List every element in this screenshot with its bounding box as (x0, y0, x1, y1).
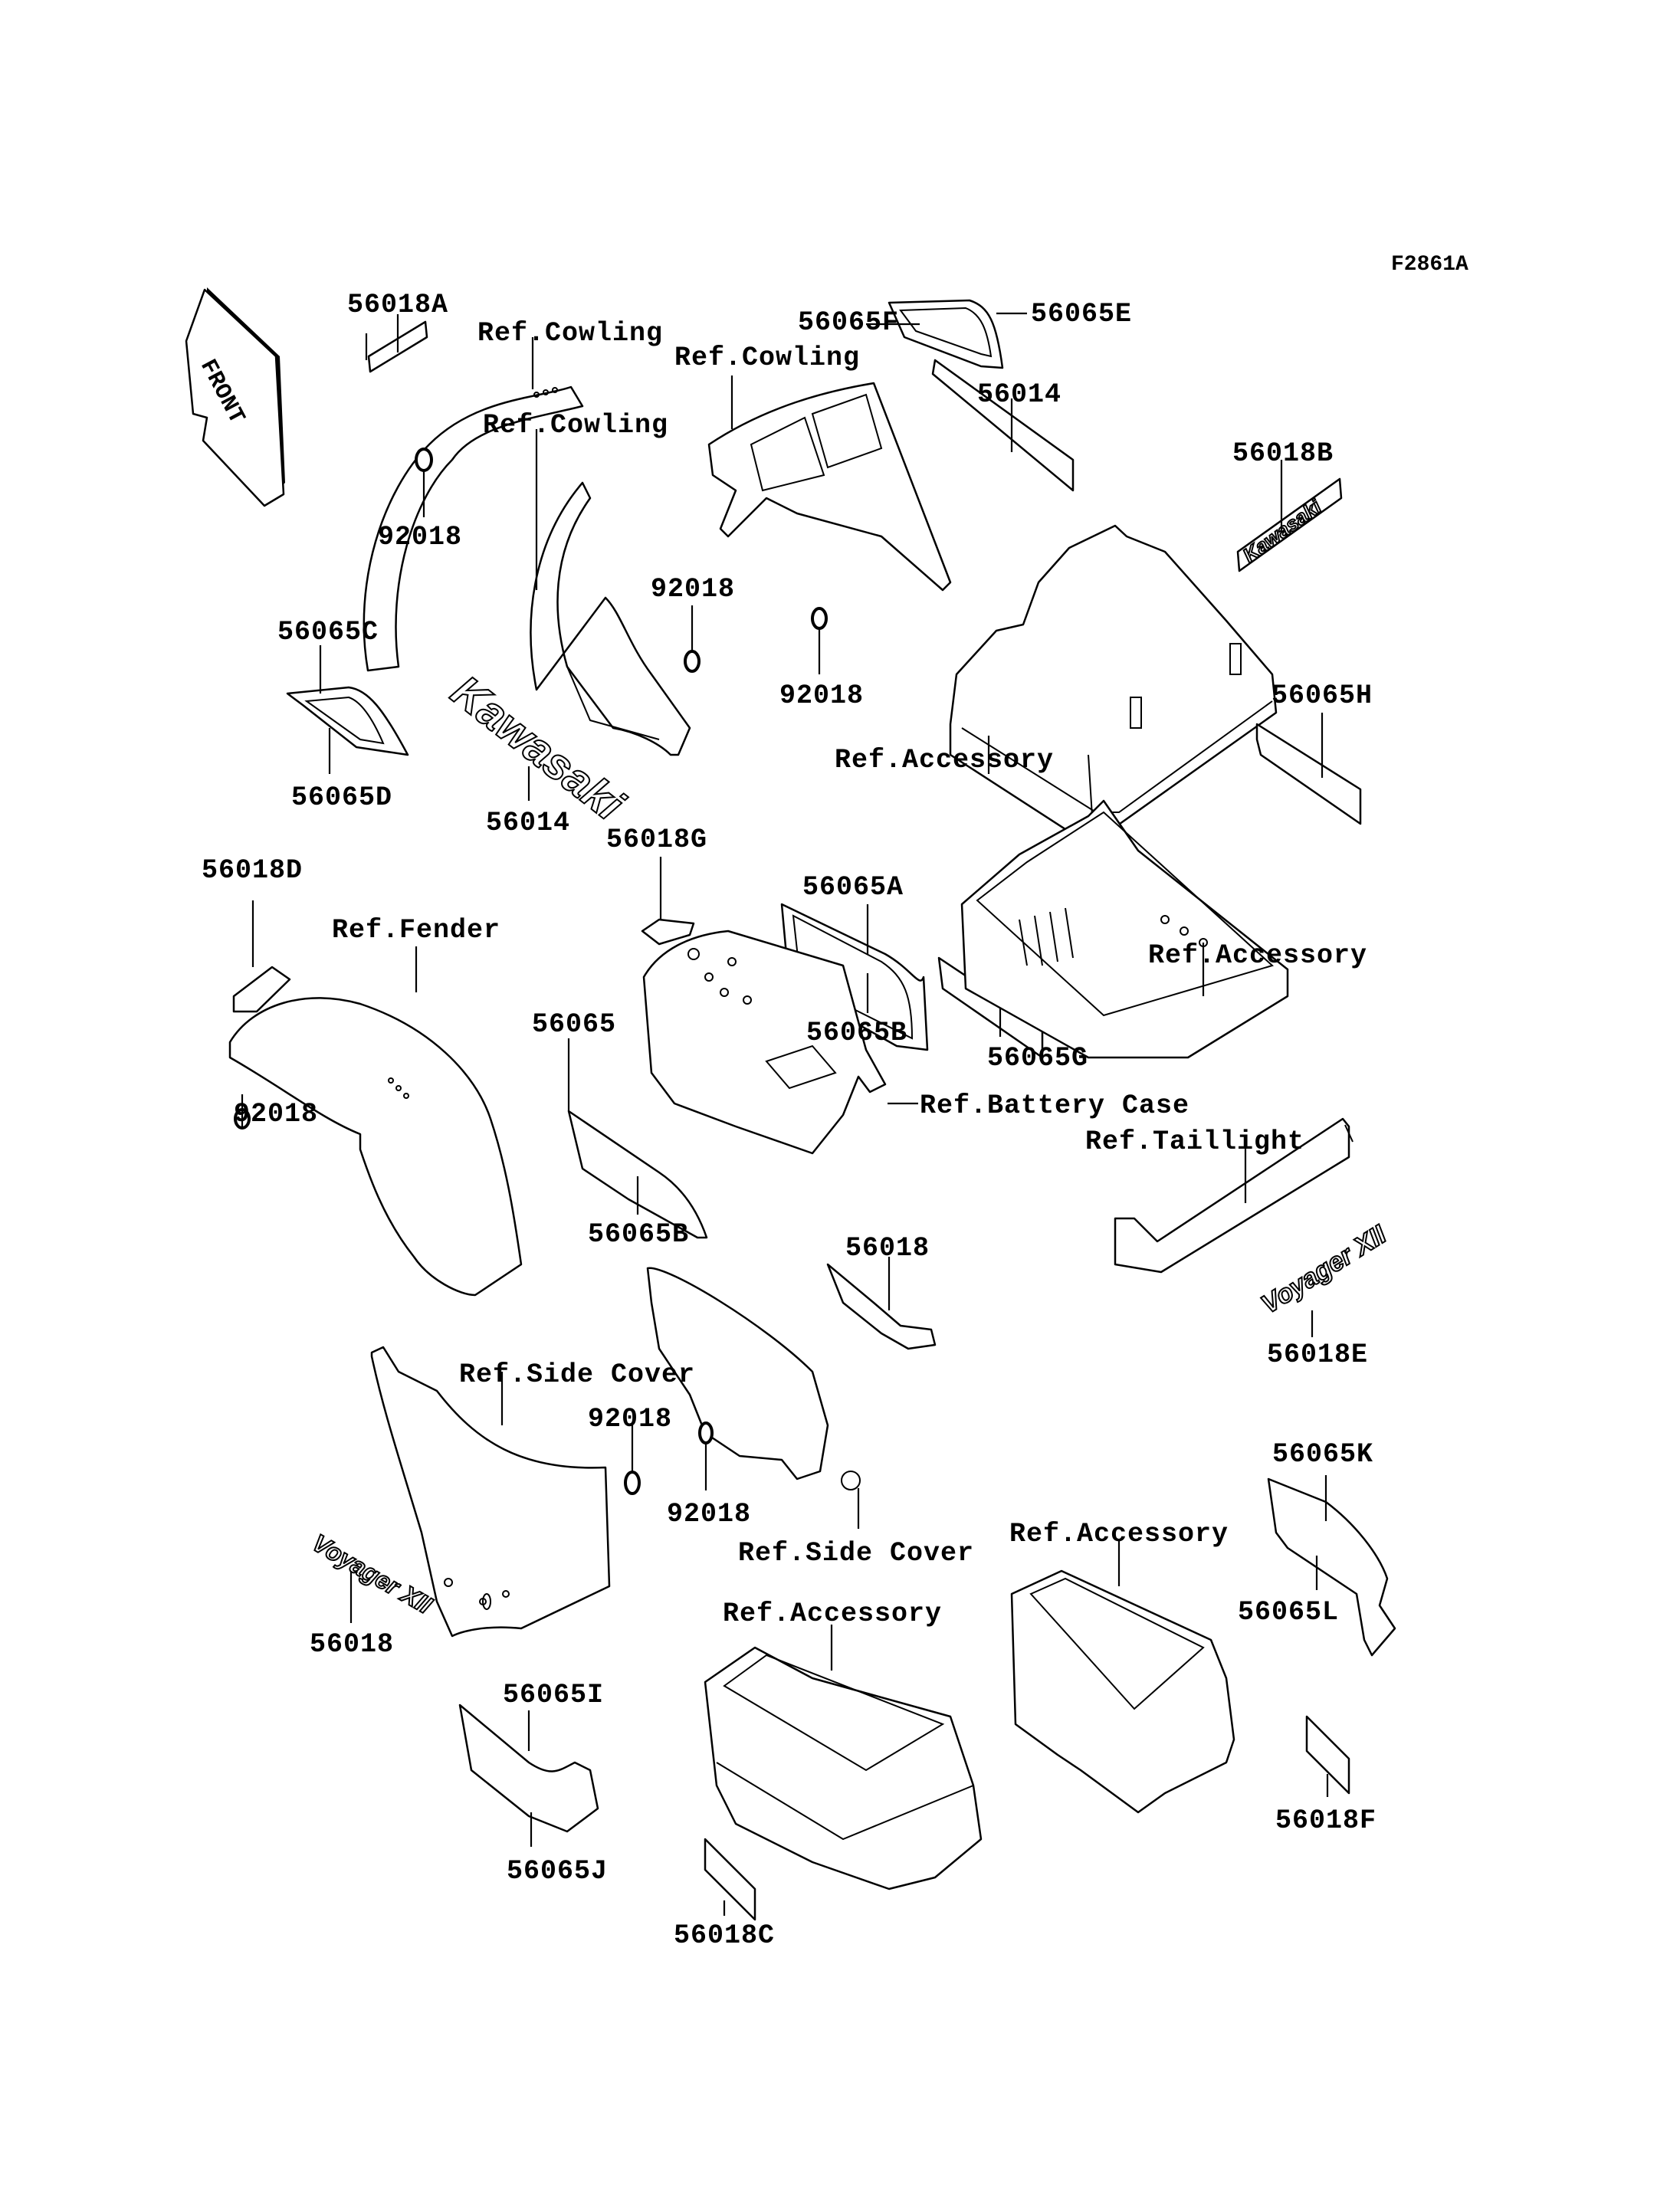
front-arrow-icon: FRONT (185, 287, 285, 507)
callout-56018c: 56018C (674, 1920, 775, 1951)
part-cowling-center (530, 481, 691, 756)
callout-ref-taillight: Ref.Taillight (1085, 1126, 1304, 1157)
washer-92018-1 (415, 448, 433, 472)
callout-92018: 92018 (378, 522, 462, 553)
part-56065ef-decal (888, 299, 1004, 369)
callout-56065b: 56065B (588, 1219, 689, 1250)
washer-92018-3 (811, 607, 828, 630)
voyager-emblem-text-2: Voyager XII (308, 1529, 438, 1619)
callout-ref-battery-case: Ref.Battery Case (920, 1090, 1189, 1121)
figure-code: F2861A (1391, 253, 1468, 277)
part-cowling-upper (707, 382, 952, 592)
part-saddlebag-left (704, 1646, 983, 1890)
callout-56065j: 56065J (507, 1856, 608, 1887)
callout-92018: 92018 (667, 1499, 751, 1530)
callout-56018f: 56018F (1275, 1805, 1376, 1836)
part-56018b-kawasaki-emblem: Kawasaki (1236, 477, 1343, 572)
callout-56065a: 56065A (802, 872, 904, 903)
callout-56018: 56018 (845, 1233, 930, 1264)
callout-ref-side-cover: Ref.Side Cover (738, 1538, 974, 1569)
callout-56018b: 56018B (1232, 438, 1334, 469)
part-trunk-base (960, 799, 1289, 1059)
callout-ref-cowling: Ref.Cowling (477, 318, 663, 349)
part-front-fender (228, 997, 523, 1297)
callout-92018: 92018 (588, 1404, 672, 1435)
part-56065kl-decal (1267, 1477, 1396, 1657)
part-56018g-badge (641, 918, 695, 946)
callout-56065d: 56065D (291, 782, 392, 813)
part-taillight (1114, 1117, 1354, 1274)
callout-ref-accessory: Ref.Accessory (1009, 1519, 1229, 1549)
callout-56065g: 56065G (987, 1043, 1088, 1074)
washer-92018-2 (684, 650, 701, 673)
callout-ref-side-cover: Ref.Side Cover (459, 1359, 695, 1390)
callout-56065c: 56065C (277, 617, 379, 648)
callout-56065i: 56065I (503, 1680, 604, 1710)
callout-56065b: 56065B (806, 1018, 907, 1048)
callout-56018a: 56018A (347, 290, 448, 320)
callout-56065k: 56065K (1272, 1439, 1373, 1470)
part-56018-emblem-upper (826, 1263, 937, 1350)
part-side-cover-right (646, 1267, 861, 1490)
part-56018a-plate (365, 320, 428, 373)
callout-56065h: 56065H (1271, 680, 1373, 711)
callout-56065f: 56065F (798, 307, 899, 338)
part-56018e-voyager-emblem: Voyager XII (1255, 1218, 1393, 1320)
part-trunk-lid (949, 524, 1278, 841)
callout-labels: 56018A Ref.Cowling 56065F 56065E Ref.Cow… (202, 290, 1376, 1951)
callout-56014: 56014 (977, 379, 1061, 410)
part-56018c-plate (704, 1838, 756, 1921)
callout-56018d: 56018D (202, 855, 303, 886)
part-battery-case (642, 930, 887, 1155)
callout-56018: 56018 (310, 1629, 394, 1660)
callout-ref-cowling: Ref.Cowling (483, 410, 668, 441)
washer-92018-6 (698, 1421, 714, 1444)
callout-56065e: 56065E (1031, 299, 1132, 330)
callout-92018: 92018 (651, 574, 735, 605)
part-side-cover-left (370, 1346, 611, 1638)
callout-56065l: 56065L (1238, 1597, 1339, 1628)
part-saddlebag-right (1010, 1569, 1235, 1814)
part-56018f-plate (1305, 1715, 1350, 1795)
callout-56018e: 56018E (1267, 1340, 1368, 1370)
callout-ref-fender: Ref.Fender (332, 915, 500, 946)
part-56065h-strip (1255, 723, 1362, 825)
part-56014-strip (931, 359, 1075, 492)
callout-56065: 56065 (532, 1009, 616, 1040)
part-56065cd-decal (286, 686, 409, 756)
washer-92018-5 (624, 1471, 641, 1495)
callout-56014: 56014 (486, 808, 570, 838)
part-56018-voyager-emblem-lower: Voyager XII (307, 1528, 438, 1620)
callout-ref-cowling: Ref.Cowling (674, 343, 860, 373)
part-56065-decal (567, 1110, 708, 1239)
callout-56018g: 56018G (606, 825, 707, 855)
voyager-emblem-text-1: Voyager XII (1256, 1219, 1392, 1320)
callout-ref-accessory: Ref.Accessory (723, 1599, 942, 1629)
callout-92018: 92018 (779, 680, 864, 711)
callout-ref-accessory: Ref.Accessory (1148, 940, 1367, 971)
callout-92018: 92018 (234, 1099, 318, 1130)
part-56065ab-decal (780, 903, 929, 1051)
part-56018d-badge (232, 966, 291, 1013)
callout-ref-accessory: Ref.Accessory (835, 745, 1054, 776)
part-56065ij-decal (458, 1703, 599, 1833)
